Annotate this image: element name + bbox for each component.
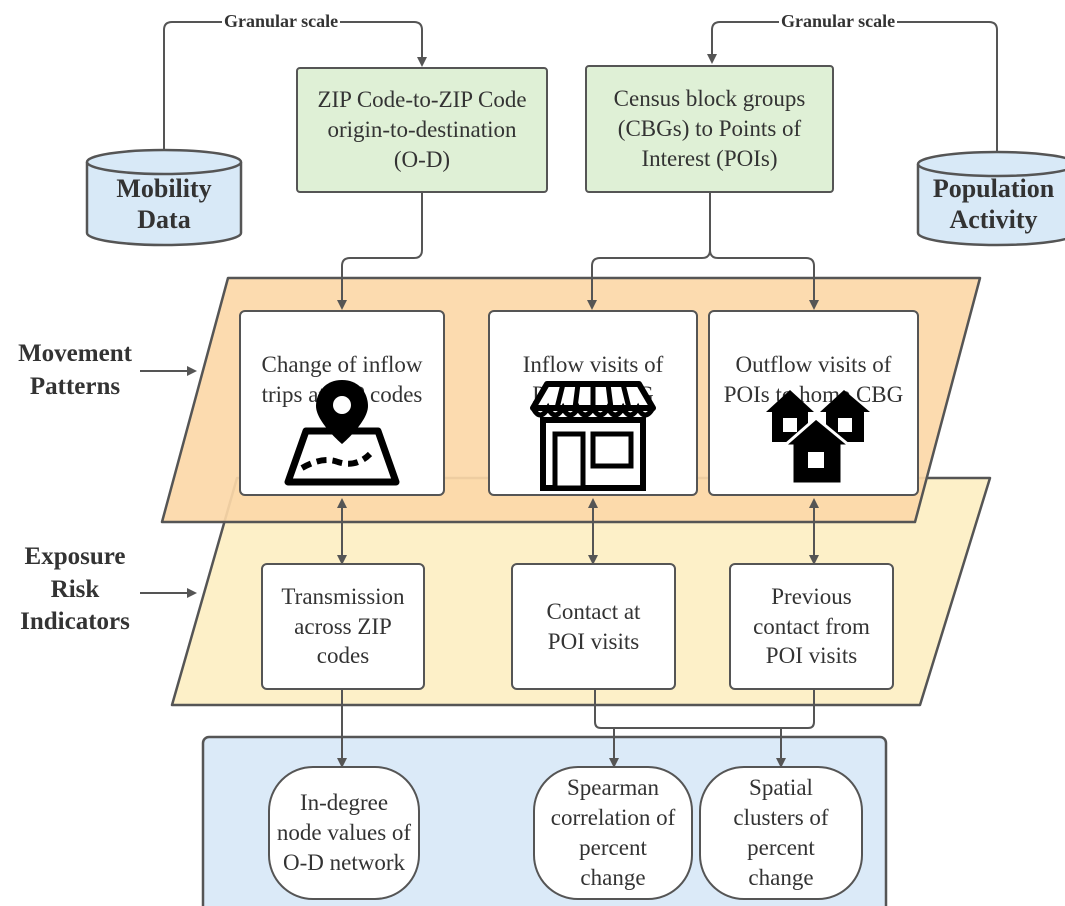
- houses-icon: [766, 390, 870, 486]
- spatial-clusters-oval: Spatial clusters of percent change: [699, 766, 863, 900]
- map-pin-icon: [284, 380, 400, 486]
- mobility-data-label: Mobility Data: [116, 174, 212, 235]
- granular-scale-right-label: Granular scale: [779, 11, 898, 32]
- previous-contact-box: Previous contact from POI visits: [729, 563, 894, 690]
- exposure-risk-indicators-label: Exposure Risk Indicators: [20, 543, 130, 635]
- in-degree-oval: In-degree node values of O-D network: [268, 766, 420, 900]
- contact-box: Contact at POI visits: [511, 563, 676, 690]
- mobility-data-cylinder: [85, 148, 243, 247]
- movement-patterns-label: Movement Patterns: [18, 340, 132, 400]
- cbg-poi-box: Census block groups (CBGs) to Points of …: [585, 65, 834, 193]
- zip-od-box: ZIP Code-to-ZIP Code origin-to-destinati…: [296, 67, 548, 193]
- storefront-icon: [530, 381, 656, 491]
- population-activity-label: Population Activity: [932, 174, 1055, 235]
- transmission-box: Transmission across ZIP codes: [261, 563, 425, 690]
- outflow-visits-label: Outflow visits of POIs to home CBG: [723, 351, 904, 407]
- spearman-oval: Spearman correlation of percent change: [533, 766, 693, 900]
- granular-scale-left-label: Granular scale: [222, 11, 341, 32]
